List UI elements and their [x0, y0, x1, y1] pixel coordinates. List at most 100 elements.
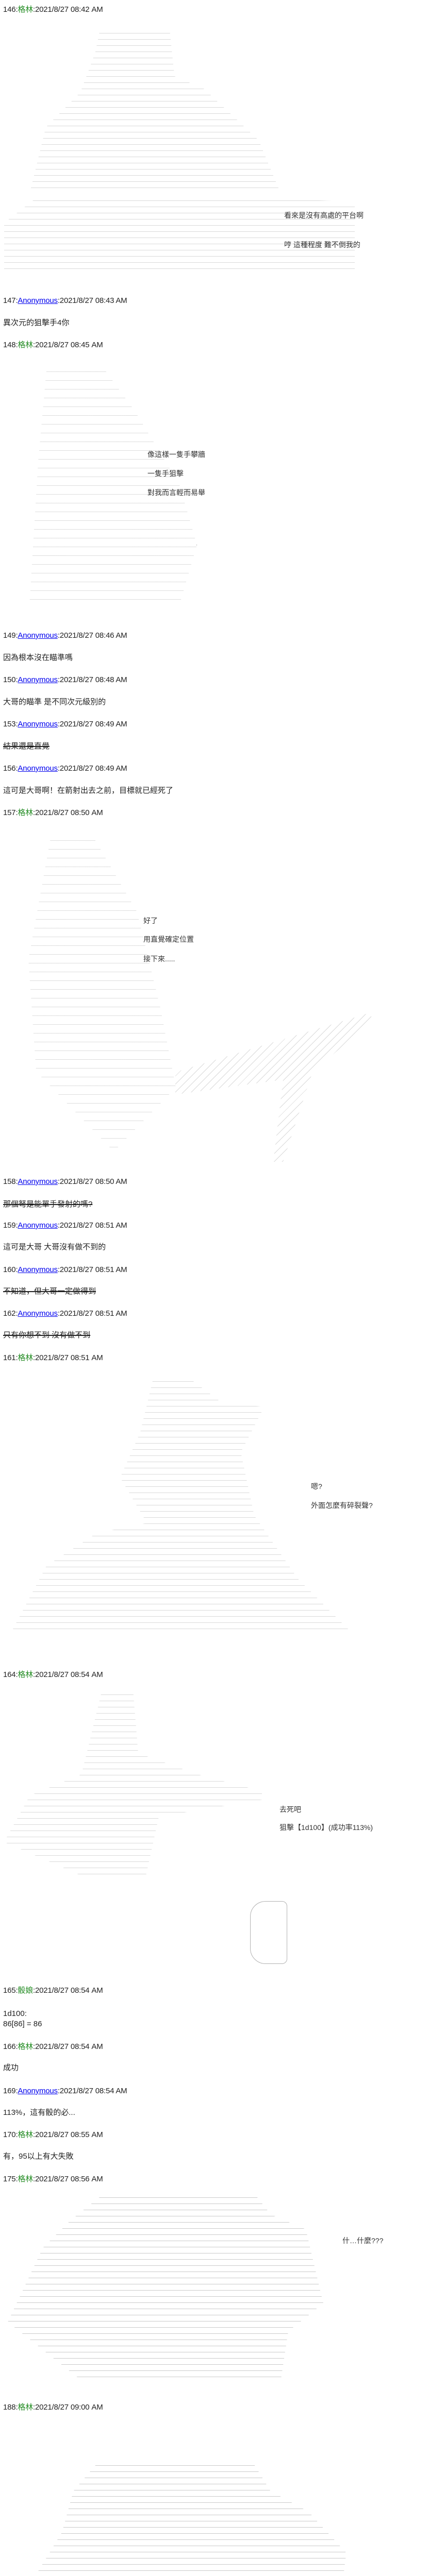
post-header: 146:格林:2021/8/27 08:42 AM: [3, 5, 103, 14]
post-header: 153:Anonymous:2021/8/27 08:49 AM: [3, 720, 127, 728]
post-header: 147:Anonymous:2021/8/27 08:43 AM: [3, 296, 127, 305]
ascii-art-arrow-shot: [4, 1690, 262, 1876]
author-name: 格林: [18, 808, 34, 817]
post-body: 異次元的狙擊手4你: [3, 318, 70, 327]
dialogue-line: 像這樣一隻手攀牆: [147, 450, 205, 459]
post-body: 因為根本沒在瞄準嗎: [3, 653, 73, 662]
post-body: 這可是大哥啊！在箭射出去之前，目標就已經死了: [3, 786, 174, 795]
post-header: 160:Anonymous:2021/8/27 08:51 AM: [3, 1265, 127, 1274]
post-number: 169: [3, 2087, 16, 2095]
post-header: 156:Anonymous:2021/8/27 08:49 AM: [3, 764, 127, 773]
post-body-strikethrough: 不知道，但大哥一定做得到: [3, 1287, 96, 1296]
post-number: 165: [3, 1986, 16, 1995]
post-header: 159:Anonymous:2021/8/27 08:51 AM: [3, 1221, 127, 1230]
post-header: 175:格林:2021/8/27 08:56 AM: [3, 2175, 103, 2183]
post-body-strikethrough: 那個弩是能單手發射的嗎?: [3, 1200, 93, 1209]
ascii-art-crossbow-bolt-trail: [175, 1012, 371, 1162]
author-link[interactable]: Anonymous: [18, 1221, 58, 1230]
dialogue-line: 嗯?: [311, 1482, 322, 1490]
post-header: 150:Anonymous:2021/8/27 08:48 AM: [3, 675, 127, 684]
post-header: 161:格林:2021/8/27 08:51 AM: [3, 1353, 103, 1362]
author-link[interactable]: Anonymous: [18, 1177, 58, 1186]
post-header: 188:格林:2021/8/27 09:00 AM: [3, 2403, 103, 2412]
post-header: 166:格林:2021/8/27 08:54 AM: [3, 2042, 103, 2051]
dialogue-line: 看來是沒有高處的平台啊: [284, 211, 364, 219]
post-body: 113%，這有骰的必...: [3, 2108, 75, 2117]
dialogue-line: 狙擊【1d100】(成功率113%): [279, 1823, 373, 1832]
post-header: 148:格林:2021/8/27 08:45 AM: [3, 341, 103, 349]
post-timestamp: 2021/8/27 08:43 AM: [59, 296, 127, 305]
post-body: 成功: [3, 2063, 19, 2072]
post-timestamp: 2021/8/27 08:51 AM: [59, 1309, 127, 1318]
post-header: 158:Anonymous:2021/8/27 08:50 AM: [3, 1177, 127, 1186]
post-timestamp: 2021/8/27 08:48 AM: [59, 675, 127, 684]
post-header: 162:Anonymous:2021/8/27 08:51 AM: [3, 1309, 127, 1318]
author-name: 格林: [18, 1353, 34, 1362]
post-body: 這可是大哥 大哥沒有做不到的: [3, 1243, 106, 1251]
author-name: 格林: [18, 2130, 34, 2139]
author-name: 格林: [18, 2175, 34, 2183]
post-number: 150: [3, 675, 16, 684]
post-header: 169:Anonymous:2021/8/27 08:54 AM: [3, 2087, 127, 2095]
post-timestamp: 2021/8/27 08:50 AM: [59, 1177, 127, 1186]
ascii-art-shattered-figure: [5, 2460, 347, 2576]
author-link[interactable]: Anonymous: [18, 764, 58, 773]
author-link[interactable]: Anonymous: [18, 296, 58, 305]
author-link[interactable]: Anonymous: [18, 2087, 58, 2095]
post-number: 164: [3, 1670, 16, 1679]
dialogue-line: 去死吧: [279, 1805, 301, 1814]
author-link[interactable]: Anonymous: [18, 1265, 58, 1274]
post-header: 149:Anonymous:2021/8/27 08:46 AM: [3, 631, 127, 640]
post-number: 147: [3, 296, 16, 305]
ascii-art-climbing-figure: [29, 363, 197, 605]
post-body-strikethrough: 只有你想不到 沒有做不到: [3, 1331, 91, 1340]
post-number: 157: [3, 808, 16, 817]
ascii-art-crossbow-figure: [28, 832, 176, 1151]
post-number: 170: [3, 2130, 16, 2139]
ascii-art-rooftop: [4, 196, 355, 273]
post-timestamp: 2021/8/27 08:55 AM: [35, 2130, 103, 2139]
post-timestamp: 2021/8/27 08:46 AM: [59, 631, 127, 640]
dialogue-line: 一隻手狙擊: [147, 469, 184, 478]
dialogue-line: 哼 這種程度 難不倒我的: [284, 241, 360, 249]
post-number: 159: [3, 1221, 16, 1230]
dialogue-line: 對我而言輕而易舉: [147, 488, 205, 497]
post-header: 170:格林:2021/8/27 08:55 AM: [3, 2130, 103, 2139]
post-body: 大哥的瞄準 是不同次元級別的: [3, 698, 106, 706]
post-timestamp: 2021/8/27 08:56 AM: [35, 2175, 103, 2183]
author-link[interactable]: Anonymous: [18, 675, 58, 684]
post-number: 153: [3, 720, 16, 728]
author-name: 骰娘: [18, 1986, 34, 1995]
post-timestamp: 2021/8/27 08:51 AM: [59, 1221, 127, 1230]
post-timestamp: 2021/8/27 08:51 AM: [35, 1353, 103, 1362]
post-number: 175: [3, 2175, 16, 2183]
author-name: 格林: [18, 1670, 34, 1679]
post-timestamp: 2021/8/27 09:00 AM: [35, 2403, 103, 2412]
dice-result: 86[86] = 86: [3, 2020, 42, 2028]
dialogue-line: 接下來.....: [143, 955, 175, 963]
post-number: 188: [3, 2403, 16, 2412]
post-number: 161: [3, 1353, 16, 1362]
ascii-art-hit-figure: [8, 2192, 323, 2378]
post-number: 162: [3, 1309, 16, 1318]
author-name: 格林: [18, 5, 34, 14]
post-number: 160: [3, 1265, 16, 1274]
author-name: 格林: [18, 2403, 34, 2412]
post-timestamp: 2021/8/27 08:51 AM: [59, 1265, 127, 1274]
author-link[interactable]: Anonymous: [18, 631, 58, 640]
post-number: 166: [3, 2042, 16, 2051]
dialogue-line: 用直覺確定位置: [143, 935, 194, 943]
post-number: 148: [3, 341, 16, 349]
post-timestamp: 2021/8/27 08:45 AM: [35, 341, 103, 349]
post-timestamp: 2021/8/27 08:54 AM: [35, 1670, 103, 1679]
post-header: 157:格林:2021/8/27 08:50 AM: [3, 808, 103, 817]
author-link[interactable]: Anonymous: [18, 720, 58, 728]
post-timestamp: 2021/8/27 08:54 AM: [35, 2042, 103, 2051]
ascii-art-robed-mage: [13, 1377, 348, 1629]
ascii-art-hand: [250, 1901, 287, 1964]
post-timestamp: 2021/8/27 08:49 AM: [59, 764, 127, 773]
author-name: 格林: [18, 341, 34, 349]
author-link[interactable]: Anonymous: [18, 1309, 58, 1318]
post-timestamp: 2021/8/27 08:54 AM: [59, 2087, 127, 2095]
post-timestamp: 2021/8/27 08:42 AM: [35, 5, 103, 14]
